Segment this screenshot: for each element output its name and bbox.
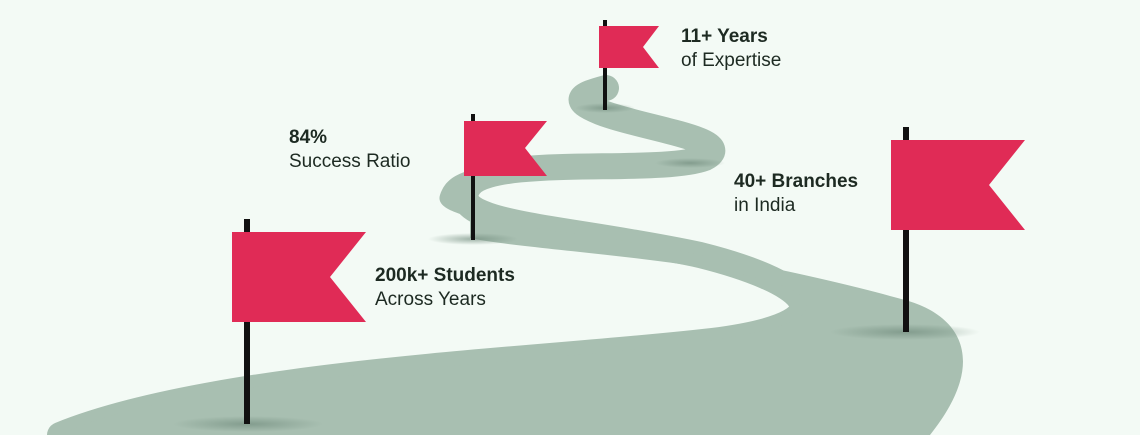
flag-200k-students	[232, 219, 366, 424]
milestone-students: 200k+ Students Across Years	[375, 264, 515, 312]
milestone-students-value: 200k+ Students	[375, 265, 515, 286]
milestone-success: 84% Success Ratio	[289, 126, 410, 174]
flag-84-percent	[464, 114, 547, 240]
milestone-years-caption: of Expertise	[681, 49, 782, 71]
flag-11-years	[599, 20, 659, 110]
milestone-success-value: 84%	[289, 127, 328, 148]
road-wide-section	[60, 170, 963, 435]
flag-shadow-2	[655, 158, 725, 168]
milestone-branches-value: 40+ Branches	[734, 171, 859, 192]
milestone-branches: 40+ Branches in India	[734, 170, 858, 218]
flag-40-branches	[891, 127, 1025, 332]
milestone-success-caption: Success Ratio	[289, 150, 411, 172]
milestone-years: 11+ Years of Expertise	[681, 25, 781, 73]
milestone-branches-caption: in India	[734, 194, 796, 216]
milestone-students-caption: Across Years	[375, 288, 486, 310]
winding-road	[47, 75, 816, 435]
milestone-years-value: 11+ Years	[681, 26, 768, 47]
